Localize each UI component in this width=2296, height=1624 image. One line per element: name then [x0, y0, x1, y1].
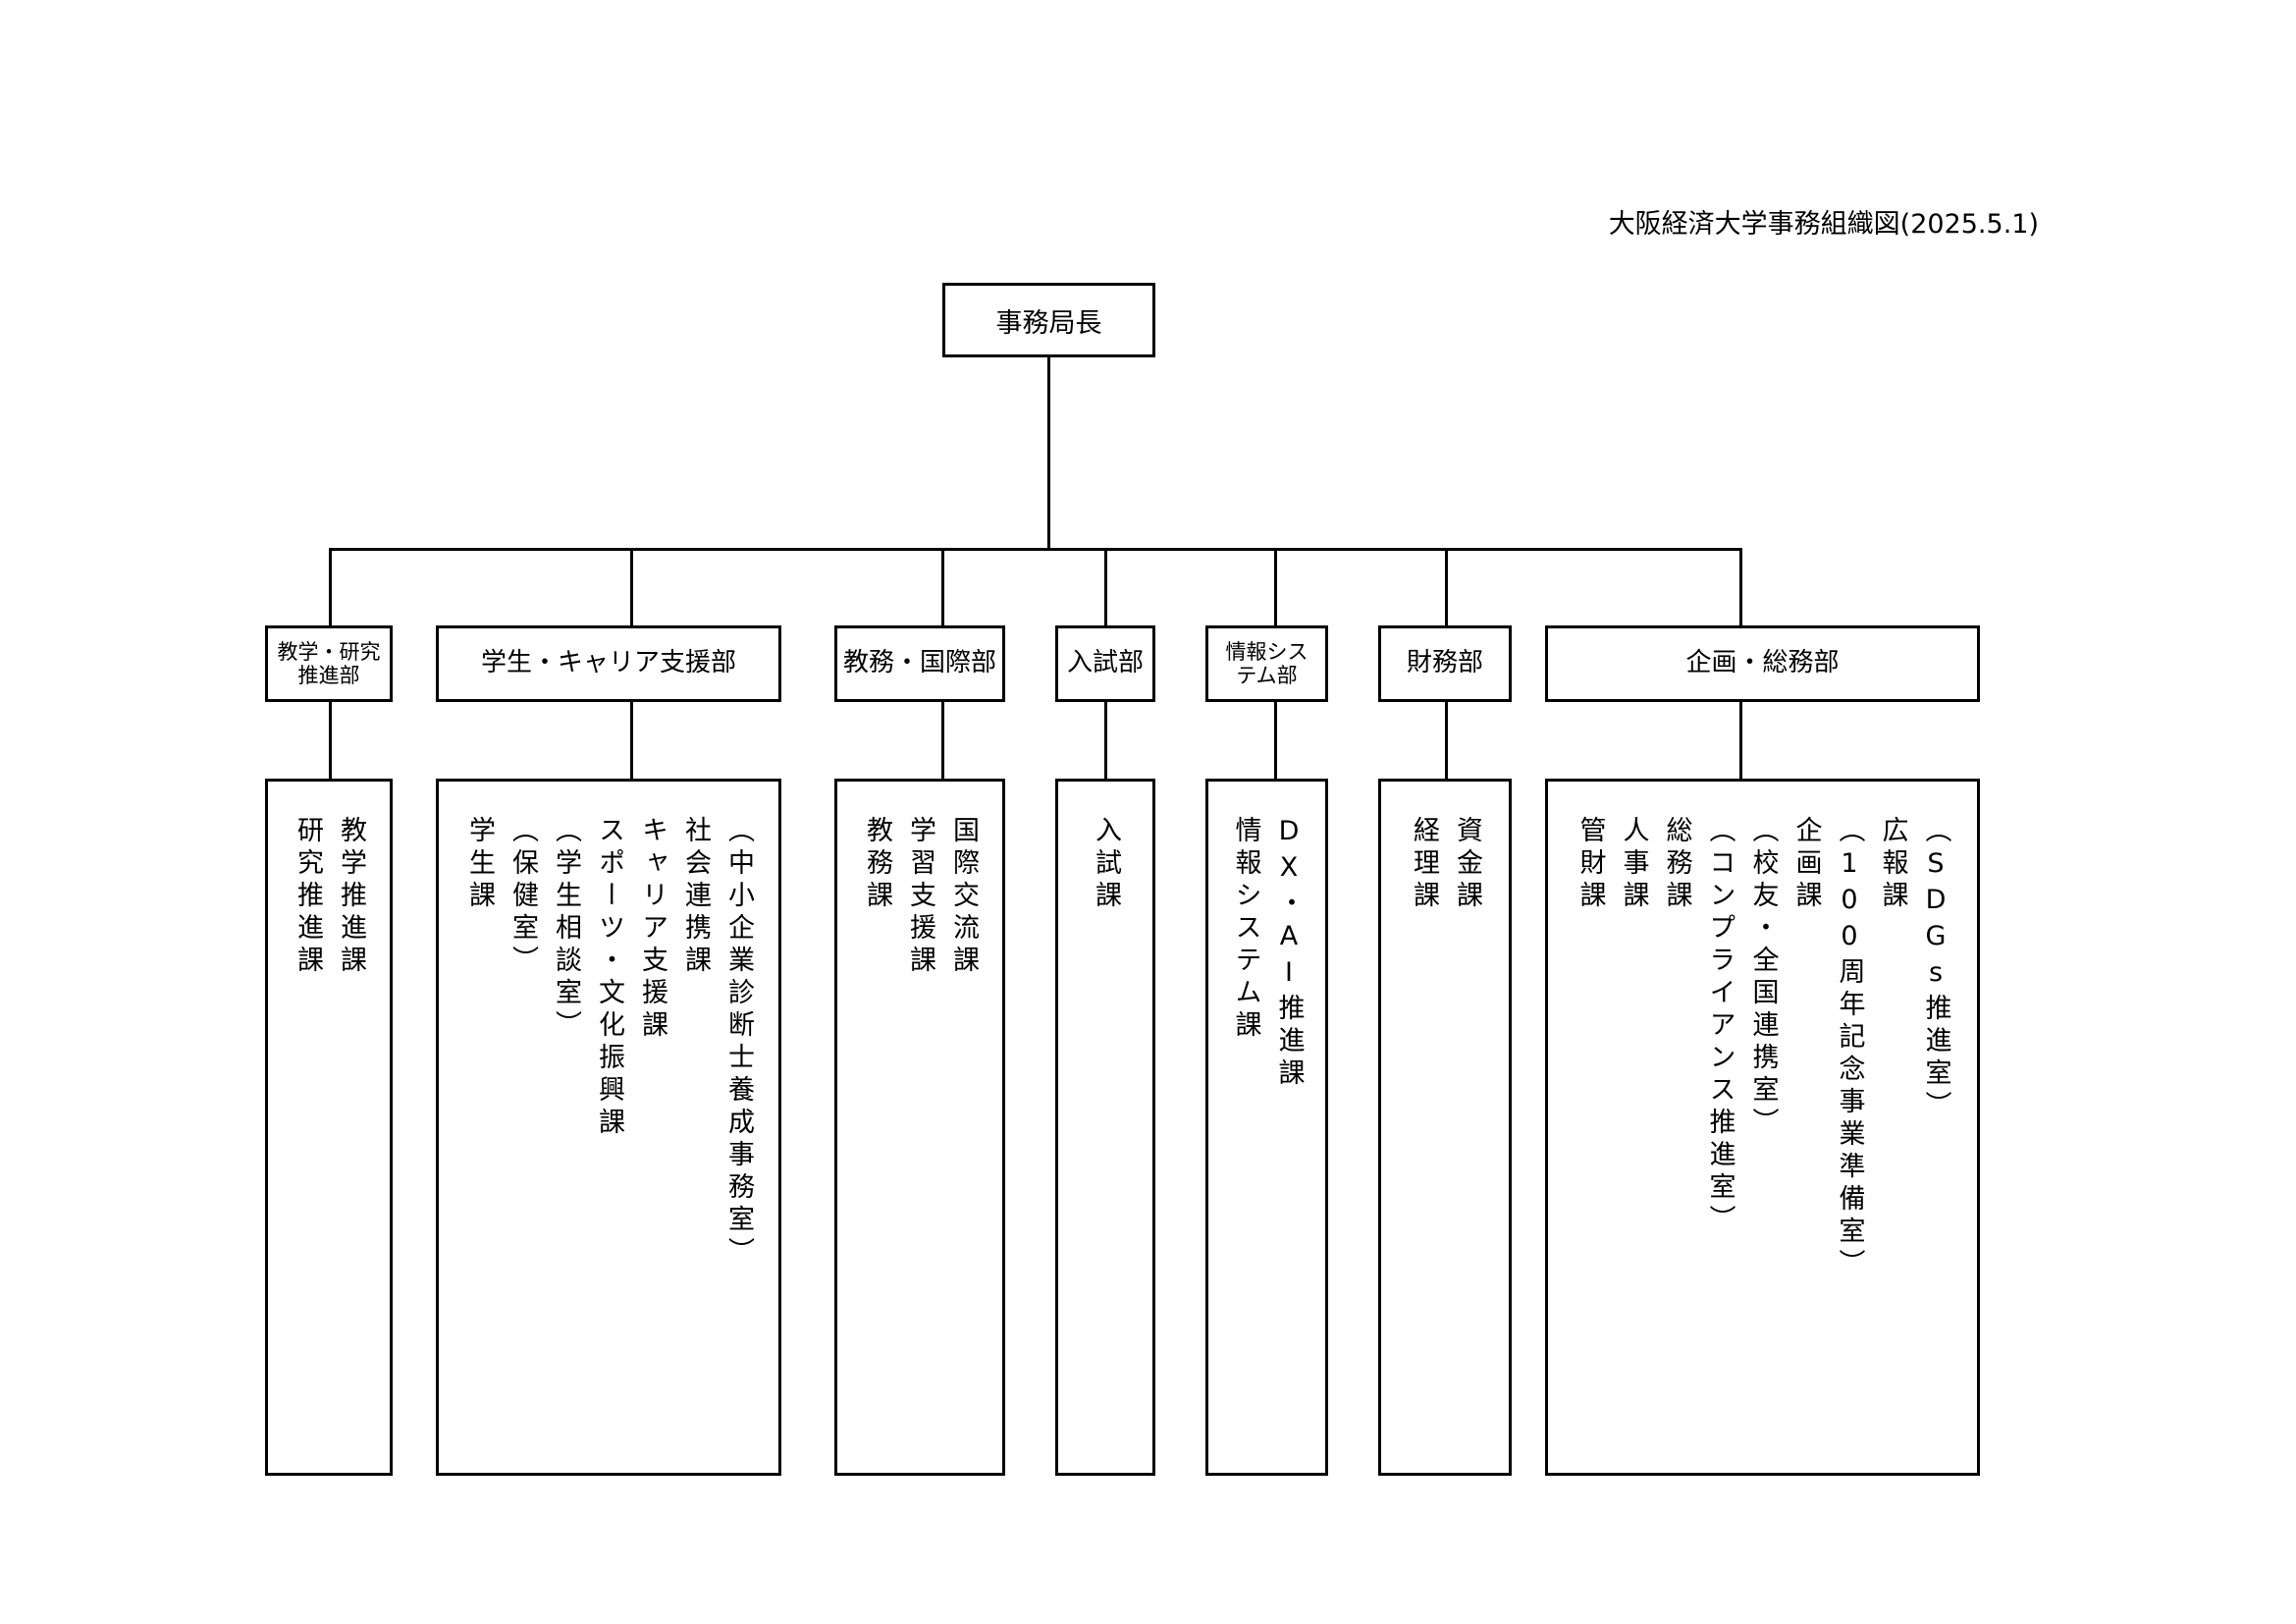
department-box: 企画・総務部 [1545, 625, 1980, 702]
connector-sections [1739, 702, 1742, 779]
section-label: キャリア支援課 [637, 816, 667, 1043]
connector-dept [1274, 549, 1277, 625]
section-label: 入試課 [1091, 816, 1121, 913]
connector-dept [1739, 549, 1742, 625]
section-label: 管財課 [1575, 816, 1606, 913]
connector-dept [1104, 549, 1107, 625]
section-label: DX・AI推進課 [1273, 816, 1305, 1091]
section-label: 企画課 [1790, 816, 1822, 913]
section-label: （100周年記念事業準備室） [1834, 816, 1865, 1281]
sections-box: DX・AI推進課情報システム課 [1205, 779, 1328, 1476]
section-label: 人事課 [1618, 816, 1649, 913]
sections-box: （中小企業診断士養成事務室） 社会連携課キャリア支援課スポーツ・文化振興課 （学生相… [436, 779, 781, 1476]
connector-dept [329, 549, 332, 625]
section-label: 経理課 [1409, 816, 1439, 913]
chart-title: 大阪経済大学事務組織図(2025.5.1) [1608, 209, 2039, 240]
department-box: 情報シス テム部 [1205, 625, 1328, 702]
section-label: 研究推進課 [293, 816, 323, 978]
sections-box: 資金課経理課 [1378, 779, 1512, 1476]
connector-sections [1445, 702, 1448, 779]
connector-horizontal [329, 548, 1742, 551]
department-box: 教務・国際部 [834, 625, 1005, 702]
connector-sections [1274, 702, 1277, 779]
department-label: 教務・国際部 [842, 648, 996, 678]
department-label: 情報シス テム部 [1225, 639, 1308, 687]
section-label: 教務課 [862, 816, 892, 913]
connector-head [1047, 357, 1050, 550]
connector-sections [1104, 702, 1107, 779]
section-label: 広報課 [1877, 816, 1908, 913]
connector-dept [941, 549, 944, 625]
connector-sections [329, 702, 332, 779]
section-label: （コンプライアンス推進室） [1704, 816, 1735, 1237]
sections-box: 国際交流課学習支援課教務課 [834, 779, 1005, 1476]
section-label: 資金課 [1452, 816, 1482, 913]
sections-box: 入試課 [1055, 779, 1155, 1476]
department-label: 企画・総務部 [1685, 648, 1840, 678]
sections-box: 教学推進課研究推進課 [265, 779, 393, 1476]
department-box: 学生・キャリア支援部 [436, 625, 781, 702]
section-label: 教学推進課 [336, 816, 366, 978]
connector-sections [630, 702, 633, 779]
section-label: （保健室） [507, 816, 538, 978]
head-label: 事務局長 [995, 307, 1102, 339]
department-label: 財務部 [1406, 648, 1483, 678]
connector-dept [630, 549, 633, 625]
department-box: 財務部 [1378, 625, 1512, 702]
head-box: 事務局長 [942, 283, 1155, 357]
section-label: （学生相談室） [551, 816, 581, 1043]
section-label: （中小企業診断士養成事務室） [723, 816, 754, 1270]
section-label: 国際交流課 [948, 816, 979, 978]
section-label: 情報システム課 [1230, 816, 1261, 1043]
department-label: 学生・キャリア支援部 [480, 648, 736, 678]
section-label: （校友・全国連携室） [1747, 816, 1779, 1140]
department-label: 入試部 [1066, 648, 1144, 678]
section-label: 社会連携課 [680, 816, 711, 978]
department-box: 教学・研究 推進部 [265, 625, 393, 702]
section-label: （SDGs推進室） [1920, 816, 1951, 1123]
section-label: 学生課 [464, 816, 495, 913]
department-label: 教学・研究 推進部 [277, 639, 381, 687]
section-label: 総務課 [1661, 816, 1692, 913]
connector-dept [1445, 549, 1448, 625]
connector-sections [941, 702, 944, 779]
section-label: 学習支援課 [905, 816, 935, 978]
sections-box: （SDGs推進室） 広報課 （100周年記念事業準備室） 企画課 （校友・全国連携室） （… [1545, 779, 1980, 1476]
section-label: スポーツ・文化振興課 [594, 816, 624, 1140]
department-box: 入試部 [1055, 625, 1155, 702]
